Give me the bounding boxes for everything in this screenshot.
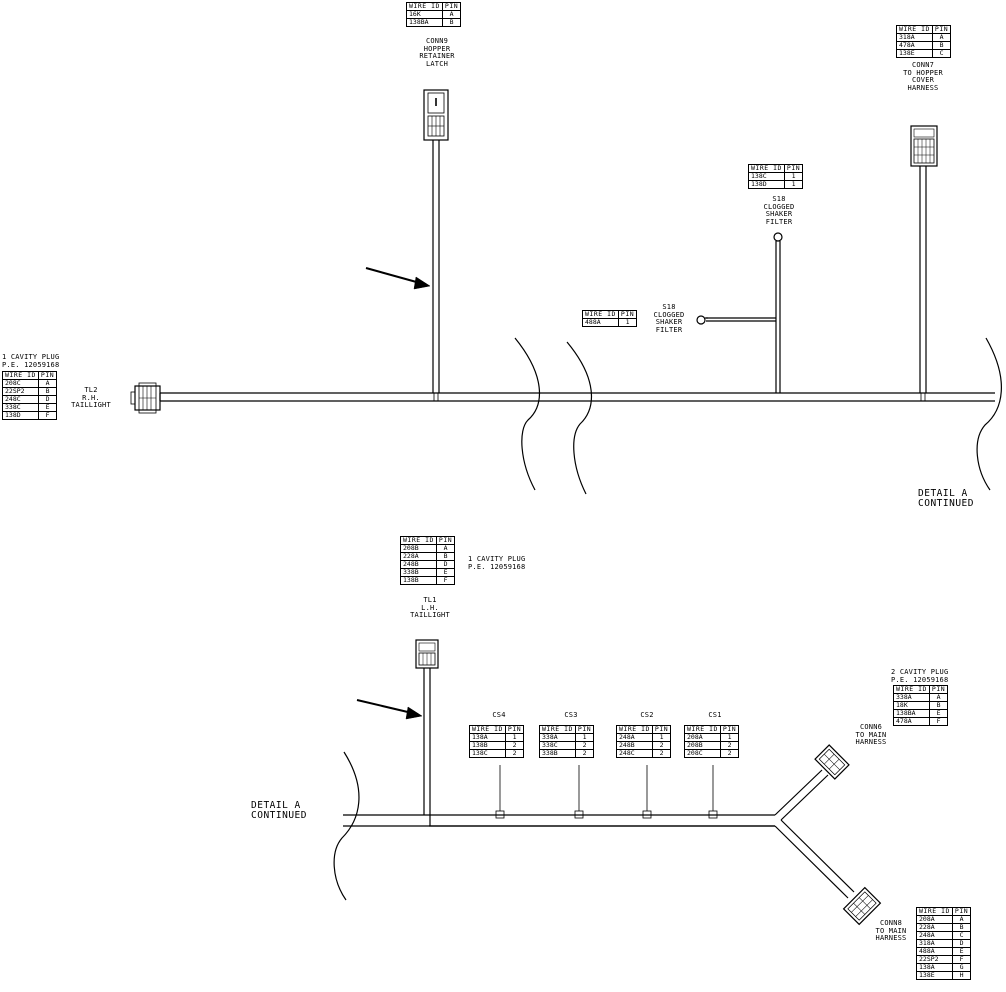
s18-top-terminal [773, 232, 783, 248]
label-s18-top: S18 CLOGGED SHAKER FILTER [763, 195, 795, 226]
label-tl1-plug: 1 CAVITY PLUG P.E. 12059168 [468, 555, 526, 571]
top-main-trunk [159, 392, 995, 402]
top-branch-conn7 [919, 166, 927, 402]
bottom-branch-conn8 [774, 819, 855, 899]
conn7-connector [910, 125, 938, 167]
s18-side-terminal [696, 315, 708, 325]
label-detail-a-top: DETAIL A CONTINUED [918, 488, 974, 509]
conn9-connector [423, 89, 449, 141]
tl2-connector [130, 382, 161, 414]
break-line [333, 751, 360, 901]
bottom-branch-conn6 [774, 769, 829, 821]
label-conn6-plug: 2 CAVITY PLUG P.E. 12059168 [891, 668, 949, 684]
top-branch-conn9 [432, 140, 440, 402]
label-conn7: CONN7 TO HOPPER COVER HARNESS [903, 61, 943, 92]
pointer-arrow-top [365, 267, 431, 290]
label-conn9: CONN9 HOPPER RETAINER LATCH [419, 37, 455, 68]
label-cs2: CS2 [640, 711, 654, 719]
label-cs4: CS4 [492, 711, 506, 719]
conn8-connector [842, 886, 882, 926]
pointer-arrow-bottom [356, 699, 423, 720]
bottom-branch-tl1 [423, 668, 431, 826]
splice-cs2 [642, 765, 652, 819]
break-line [976, 337, 1002, 491]
label-cs1: CS1 [708, 711, 722, 719]
splice-cs4 [495, 765, 505, 819]
tl1-connector [415, 639, 439, 669]
break-line [514, 337, 541, 491]
splice-cs1 [708, 765, 718, 819]
label-tl2-plug: 1 CAVITY PLUG P.E. 12059168 [2, 353, 60, 369]
label-cs3: CS3 [564, 711, 578, 719]
label-conn8: CONN8 TO MAIN HARNESS [875, 919, 907, 942]
top-branch-s18 [706, 248, 781, 393]
label-detail-a-bottom: DETAIL A CONTINUED [251, 800, 307, 821]
splice-cs3 [574, 765, 584, 819]
label-tl2: TL2 R.H. TAILLIGHT [71, 386, 111, 409]
break-line [566, 341, 593, 495]
label-tl1: TL1 L.H. TAILLIGHT [410, 596, 450, 619]
label-s18-side: S18 CLOGGED SHAKER FILTER [653, 303, 685, 334]
label-conn6: CONN6 TO MAIN HARNESS [855, 723, 887, 746]
bottom-main-trunk [343, 814, 775, 827]
conn6-connector [814, 744, 850, 780]
